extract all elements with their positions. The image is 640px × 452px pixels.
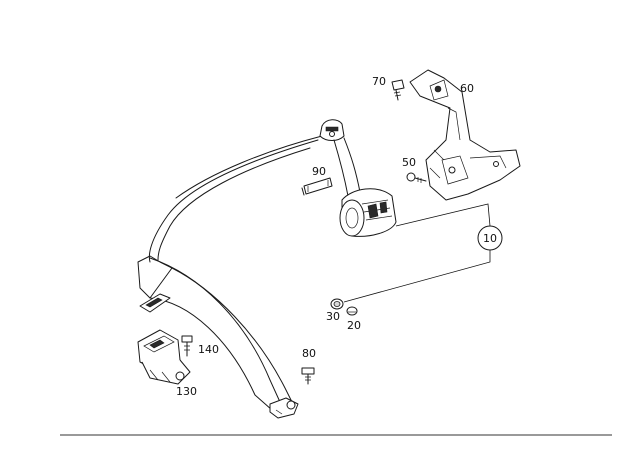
floor-anchor-fitting — [269, 397, 299, 419]
callout-label-70: 70 — [372, 75, 386, 88]
callout-label-130: 130 — [176, 385, 197, 398]
washer-30 — [330, 298, 344, 310]
bolt-80 — [301, 367, 315, 385]
callout-label-30: 30 — [326, 310, 340, 323]
callout-label-20: 20 — [347, 319, 361, 332]
retractor-webbing — [333, 137, 361, 197]
callout-label-80: 80 — [302, 347, 316, 360]
belt-guide-d-ring — [319, 119, 345, 141]
cap-20 — [346, 306, 358, 316]
callout-label-10: 10 — [483, 232, 497, 245]
bolt-140 — [181, 335, 193, 357]
height-adjuster-bracket — [409, 69, 521, 201]
clip-90 — [301, 177, 333, 196]
callout-label-90: 90 — [312, 165, 326, 178]
callout-label-140: 140 — [198, 343, 219, 356]
callout-10-group — [343, 203, 503, 303]
callout-10-circle — [477, 225, 503, 251]
callout-label-50: 50 — [402, 156, 416, 169]
callout-label-60: 60 — [460, 82, 474, 95]
bolt-50 — [406, 172, 427, 183]
belt-retractor — [339, 188, 397, 237]
seat-belt-buckle — [137, 329, 191, 385]
belt-latch-plate — [139, 293, 171, 313]
bolt-70 — [391, 79, 405, 101]
